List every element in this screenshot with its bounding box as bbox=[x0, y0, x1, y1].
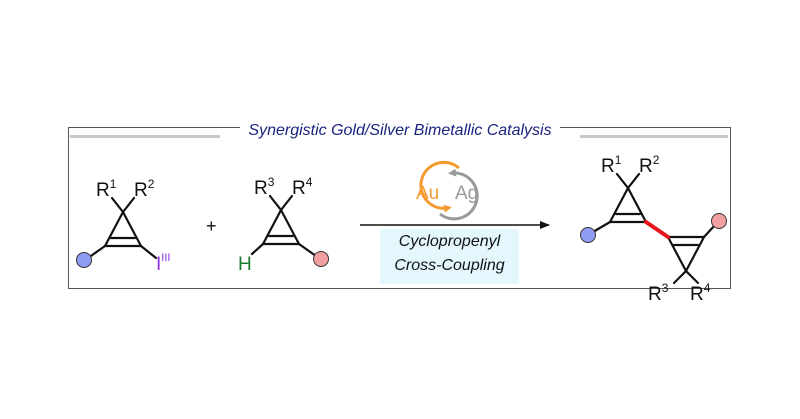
reagent-1-ring-bond bbox=[121, 210, 143, 248]
product-sub-bond bbox=[702, 223, 717, 239]
reagent-2-sub-bond bbox=[268, 194, 283, 212]
product-sub-bond bbox=[684, 269, 700, 285]
product-ring-a-bond bbox=[608, 186, 630, 224]
reagent-1-ring-bond bbox=[103, 210, 125, 248]
reagent-2-r4-label: R4 bbox=[292, 175, 313, 199]
gold-cycle-arc bbox=[419, 160, 460, 213]
plus-sign: + bbox=[206, 216, 217, 236]
reagent-2-sub-bond bbox=[250, 242, 265, 256]
product-ring-a-bond bbox=[626, 186, 648, 224]
reagent-1-r2-label: R2 bbox=[134, 177, 155, 201]
product-ring-b-bond bbox=[666, 235, 688, 273]
conditions-line-2: Cross-Coupling bbox=[394, 257, 505, 274]
catalyst-cycle-icon: Au Ag bbox=[416, 160, 479, 221]
reagent-2-red-group bbox=[313, 251, 329, 267]
reagent-1-sub-bond bbox=[110, 196, 125, 214]
product-r4-label: R4 bbox=[690, 281, 711, 305]
reagent-1 bbox=[86, 196, 158, 260]
reagent-1-sub-bond bbox=[139, 244, 158, 260]
product-sub-bond bbox=[615, 172, 630, 190]
product-sub-bond bbox=[626, 172, 641, 190]
reagent-2-hydrogen-label: H bbox=[238, 254, 252, 275]
product-blue-group bbox=[580, 227, 596, 243]
silver-label: Ag bbox=[455, 183, 478, 204]
scheme-title: Synergistic Gold/Silver Bimetallic Catal… bbox=[0, 122, 800, 140]
product-sub-bond bbox=[672, 269, 688, 285]
product-red-group bbox=[711, 213, 727, 229]
reagent-1-r1-label: R1 bbox=[96, 177, 117, 201]
silver-cycle-arc bbox=[439, 168, 479, 221]
reagent-1-sub-bond bbox=[121, 196, 136, 214]
product-r1-label: R1 bbox=[601, 153, 622, 177]
title-rule-right bbox=[580, 135, 728, 138]
reagent-2-r3-label: R3 bbox=[254, 175, 275, 199]
reagent-2-ring-bond bbox=[261, 208, 283, 246]
reagent-2-sub-bond bbox=[279, 194, 294, 212]
product-r2-label: R2 bbox=[639, 153, 660, 177]
conditions-line-1: Cyclopropenyl bbox=[398, 233, 501, 250]
product-sub-bond bbox=[591, 220, 612, 234]
product-ring-b-bond bbox=[684, 235, 706, 273]
reagent-2-ring-bond bbox=[279, 208, 301, 246]
reagent-1-blue-group bbox=[76, 252, 92, 268]
new-c-c-bond bbox=[644, 220, 670, 239]
product bbox=[591, 172, 717, 285]
title-rule-left bbox=[70, 135, 220, 138]
gold-label: Au bbox=[416, 183, 439, 204]
product-r3-label: R3 bbox=[648, 281, 669, 305]
reagent-2 bbox=[250, 194, 318, 258]
reagent-1-iodane-label: IIII bbox=[156, 252, 170, 275]
reagent-2-sub-bond bbox=[297, 242, 318, 258]
conditions-box bbox=[380, 229, 519, 284]
